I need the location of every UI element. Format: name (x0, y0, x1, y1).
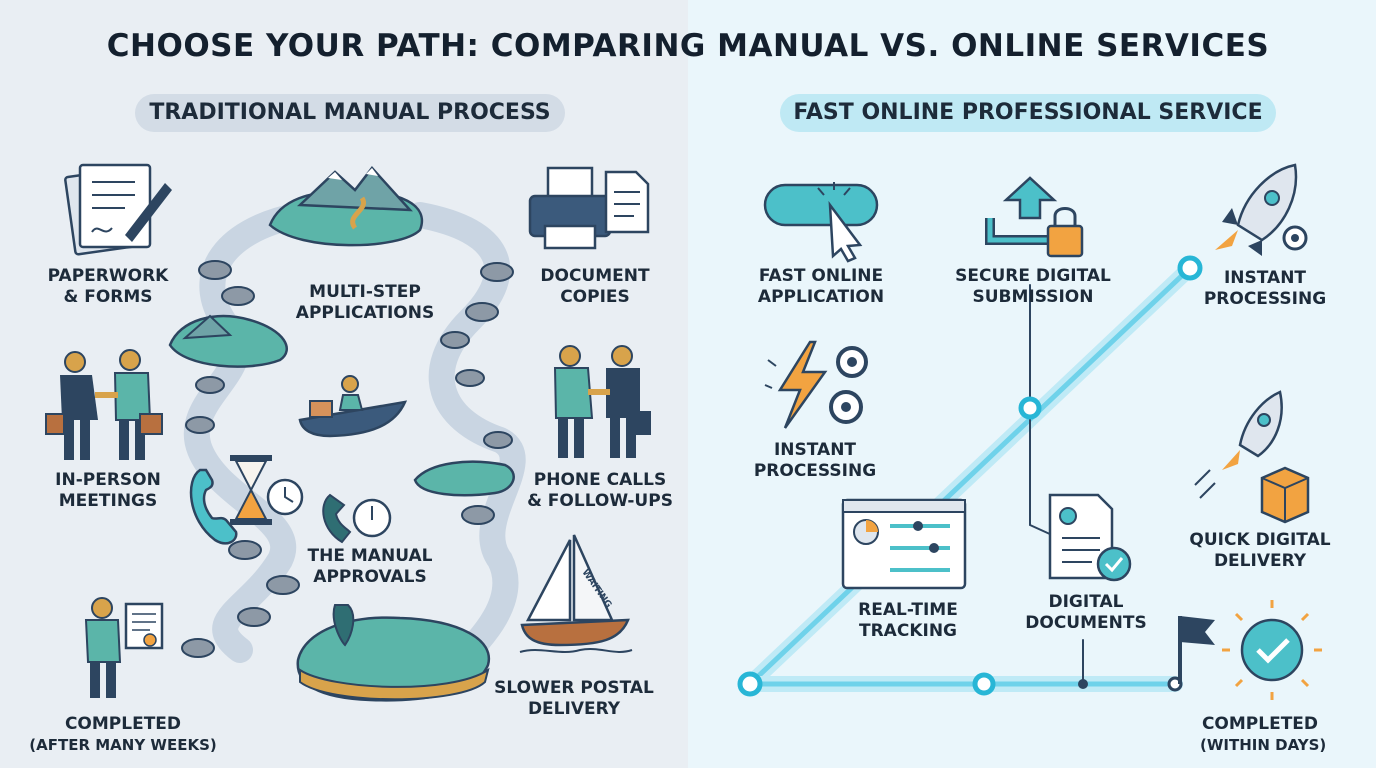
paperwork-icon (64, 163, 172, 256)
rocket-icon (1215, 163, 1308, 256)
handshake-right-icon (553, 345, 651, 458)
upload-lock-icon (985, 176, 1084, 258)
label-paperwork: PAPERWORK& FORMS (47, 266, 169, 307)
label-manual-completed: COMPLETED(AFTER MANY WEEKS) (29, 714, 217, 754)
phone-hourglass-icon (189, 455, 304, 545)
island-icon (268, 166, 424, 247)
bottom-island-icon (296, 604, 491, 702)
small-island-icon (168, 314, 288, 368)
timeline-line (742, 260, 1198, 692)
document-check-icon (1048, 493, 1132, 582)
check-flag-icon (1178, 600, 1322, 700)
handshake-icon (45, 349, 163, 460)
cursor-click-icon (763, 182, 879, 263)
label-phone-calls: PHONE CALLS& FOLLOW-UPS (527, 470, 673, 511)
page-title: CHOOSE YOUR PATH: COMPARING MANUAL VS. O… (106, 28, 1270, 64)
label-online-completed: COMPLETED(WITHIN DAYS) (1200, 714, 1327, 754)
dashboard-icon (841, 498, 967, 590)
manual-heading: TRADITIONAL MANUAL PROCESS (135, 94, 565, 132)
lightning-gears-icon (764, 340, 868, 429)
stepping-stones (181, 260, 514, 658)
timeline-nodes (737, 255, 1203, 697)
rowboat-icon (298, 375, 408, 438)
online-heading: FAST ONLINE PROFESSIONAL SERVICE (780, 94, 1276, 132)
phone-clock-icon (322, 493, 392, 544)
sailboat-icon: WAITING (519, 534, 633, 653)
printer-icon (528, 166, 650, 250)
rocket-box-icon (1194, 390, 1310, 524)
certificate-icon (84, 597, 164, 698)
small-island-right-icon (413, 460, 515, 497)
